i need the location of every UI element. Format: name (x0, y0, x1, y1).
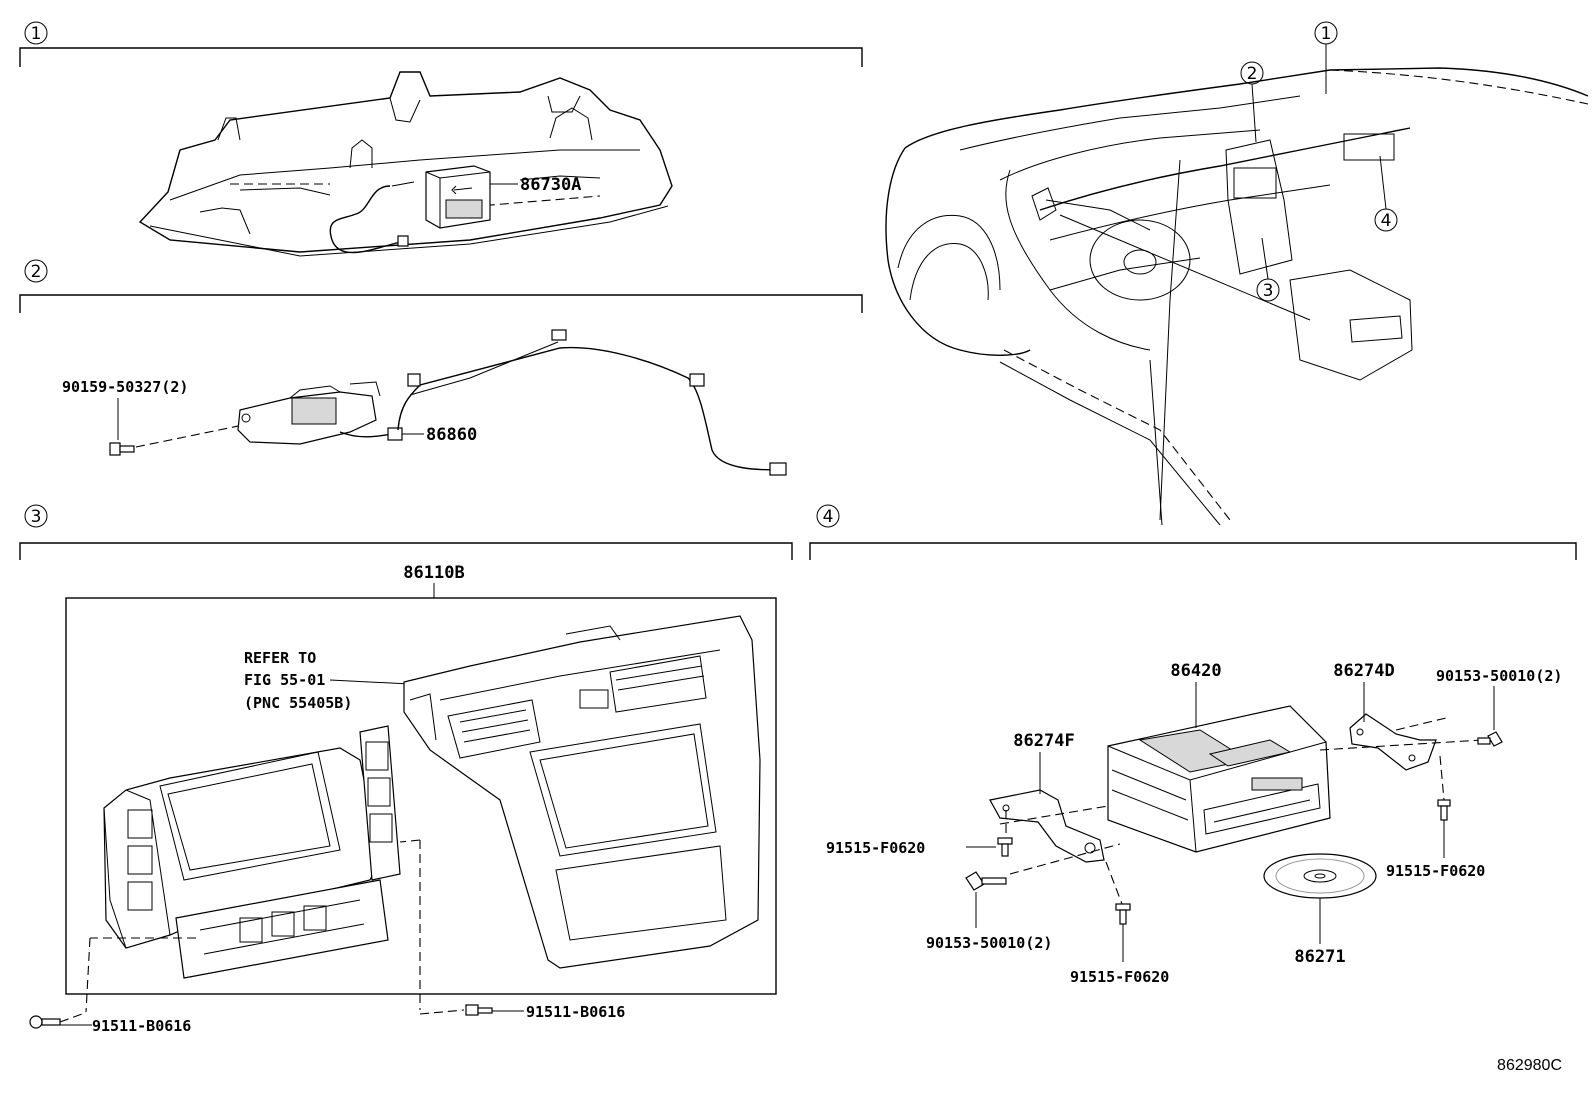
bolt-90159-50327 (109, 442, 135, 456)
overview-marker-3: 3 (1256, 237, 1280, 302)
overview-marker-4: 4 (1374, 155, 1398, 232)
svg-text:2: 2 (1247, 64, 1258, 84)
label-86730a: 86730A (520, 175, 581, 195)
svg-text:3: 3 (1263, 281, 1274, 301)
section-3-bracket (19, 542, 793, 560)
switch-86730a (425, 165, 491, 229)
section-3-number: 3 (31, 507, 42, 527)
bolt-90153-50010-top (1477, 731, 1503, 747)
label-86274f: 86274F (1013, 731, 1074, 751)
display-unit-illustration (103, 725, 401, 979)
screw-91511-b0616-left (29, 1015, 61, 1029)
refer-text-line2: FIG 55-01 (244, 671, 325, 689)
section-1: 1 (19, 21, 863, 257)
label-90159-50327: 90159-50327(2) (62, 378, 188, 396)
section-4: 4 86420 86274D (809, 504, 1577, 986)
section-1-bracket (19, 47, 863, 67)
section-3-marker: 3 (24, 504, 48, 528)
section-1-number: 1 (31, 24, 42, 44)
label-86420: 86420 (1170, 661, 1221, 681)
bolt-90153-50010-bottom (965, 871, 1007, 891)
overview-marker-2: 2 (1240, 61, 1264, 143)
section-3: 3 86110B REFER TO FIG 55-01 (PNC 55405B) (19, 504, 793, 1035)
assembly-86110b-box (65, 597, 777, 995)
refer-text-line1: REFER TO (244, 649, 316, 667)
vehicle-interior-overview: 1 2 3 4 (885, 21, 1589, 526)
label-91515-f0620-bottom: 91515-F0620 (1070, 968, 1169, 986)
label-90153-50010-top: 90153-50010(2) (1436, 667, 1562, 685)
unit-86420 (1107, 705, 1331, 853)
label-86274d: 86274D (1333, 661, 1394, 681)
section-2-bracket (19, 294, 863, 313)
screw-91515-f0620-bottom (1115, 903, 1131, 925)
section-2: 2 90159-50327(2) 86860 (19, 259, 863, 476)
section-2-marker: 2 (24, 259, 48, 283)
label-91515-f0620-right: 91515-F0620 (1386, 862, 1485, 880)
label-91515-f0620-left: 91515-F0620 (826, 839, 925, 857)
refer-text-line3: (PNC 55405B) (244, 694, 352, 712)
label-90153-50010-bottom: 90153-50010(2) (926, 934, 1052, 952)
label-91511-b0616-right: 91511-B0616 (526, 1003, 625, 1021)
disc-86271 (1263, 853, 1377, 899)
label-86860: 86860 (426, 425, 477, 445)
bracket-86274f (989, 789, 1105, 863)
overview-marker-1: 1 (1314, 21, 1338, 94)
screw-91511-b0616-right (465, 1004, 493, 1016)
section-1-marker: 1 (24, 21, 48, 45)
section-4-bracket (809, 542, 1577, 560)
screw-91515-f0620-right (1437, 799, 1451, 821)
label-86271: 86271 (1294, 947, 1345, 967)
section-2-number: 2 (31, 262, 42, 282)
section-4-number: 4 (823, 507, 834, 527)
label-86110b: 86110B (403, 563, 464, 583)
diagram-code: 862980C (1497, 1057, 1562, 1074)
screw-91515-f0620-left (997, 837, 1013, 857)
svg-text:4: 4 (1381, 211, 1392, 231)
section-4-marker: 4 (816, 504, 840, 528)
receiver-86860 (237, 329, 787, 476)
center-bezel-illustration (403, 615, 761, 969)
label-91511-b0616-left: 91511-B0616 (92, 1017, 191, 1035)
svg-text:1: 1 (1321, 24, 1332, 44)
bracket-86274d (1349, 713, 1437, 771)
overhead-console-illustration (138, 71, 673, 257)
